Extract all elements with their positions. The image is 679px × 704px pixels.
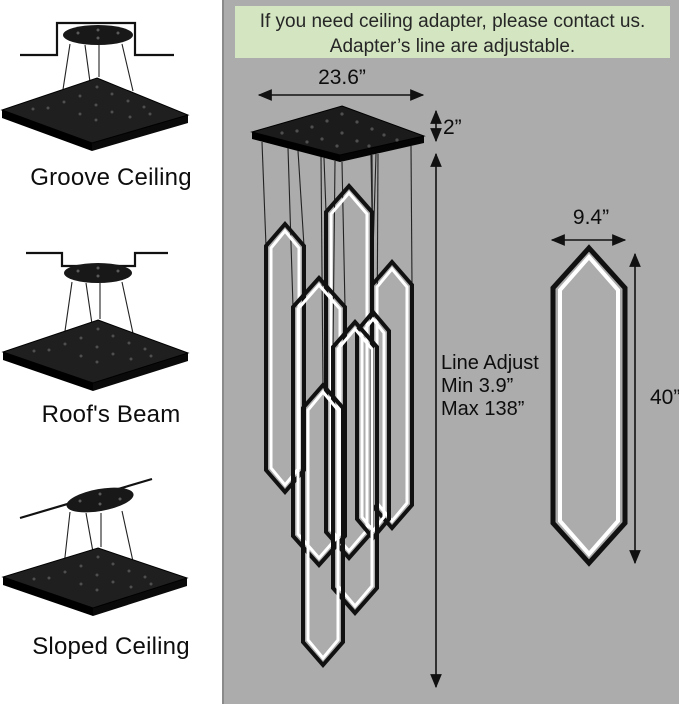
ceiling-plate bbox=[63, 25, 133, 45]
suspension-wires bbox=[63, 510, 135, 567]
suspension-wires bbox=[63, 281, 135, 339]
groove-ceiling-profile bbox=[20, 21, 174, 57]
pendant-height-value: 40” bbox=[650, 386, 679, 409]
pendant-width-value: 9.4” bbox=[573, 206, 609, 229]
pendant-ring-mid-front bbox=[331, 318, 379, 617]
plate-screws bbox=[76, 266, 120, 278]
canopy bbox=[1, 547, 189, 616]
canopy-holes bbox=[280, 112, 399, 148]
canopy-holes bbox=[31, 85, 152, 122]
pendant-ring-left bbox=[264, 220, 306, 496]
mount-label-groove-ceiling: Groove Ceiling bbox=[30, 164, 192, 191]
canopy-holes bbox=[32, 327, 153, 364]
sloped-ceiling-diagram bbox=[1, 477, 189, 616]
roofs-beam-diagram bbox=[1, 251, 190, 391]
pendant-ring-back-center bbox=[324, 182, 374, 562]
mounting-options-column: Groove Ceiling bbox=[0, 0, 222, 704]
plate-screws bbox=[76, 28, 120, 40]
plate-screws bbox=[78, 492, 122, 506]
banner-line-1: If you need ceiling adapter, please cont… bbox=[259, 11, 646, 32]
chandelier-dimension-diagram: 23.6” 2” Line Adjust Min 3.9” Max 138” bbox=[250, 66, 679, 689]
line-adjust-min: Min 3.9” bbox=[441, 375, 513, 397]
canopy bbox=[0, 77, 190, 151]
ceiling-plate bbox=[66, 487, 134, 513]
pendant-ring-right bbox=[370, 258, 414, 532]
pendant-ring-mid-left bbox=[291, 275, 347, 568]
pendant-width-dimension: 9.4” bbox=[550, 206, 627, 246]
banner-line-2: Adapter’s line are adjustable. bbox=[329, 36, 576, 57]
groove-ceiling-diagram bbox=[0, 21, 190, 151]
adapter-notice-banner: If you need ceiling adapter, please cont… bbox=[235, 6, 670, 58]
ceiling-plate bbox=[64, 263, 132, 283]
pendant-ring-low-front bbox=[301, 381, 345, 669]
canopy bbox=[1, 319, 190, 391]
canopy-width-value: 23.6” bbox=[318, 66, 366, 89]
line-adjust-dimension: Line Adjust Min 3.9” Max 138” bbox=[430, 152, 539, 689]
mount-label-sloped-ceiling: Sloped Ceiling bbox=[32, 633, 190, 660]
line-adjust-title: Line Adjust bbox=[441, 352, 539, 374]
line-adjust-max: Max 138” bbox=[441, 398, 524, 420]
canopy-width-dimension: 23.6” bbox=[257, 66, 425, 101]
canopy-holes bbox=[32, 555, 153, 592]
reference-pendant bbox=[550, 244, 628, 567]
dimension-panel: If you need ceiling adapter, please cont… bbox=[222, 0, 679, 704]
chandelier-canopy bbox=[250, 105, 426, 162]
canopy-thickness-dimension: 2” bbox=[430, 109, 462, 143]
mount-label-roofs-beam: Roof's Beam bbox=[41, 401, 181, 428]
suspension-wires bbox=[61, 43, 134, 97]
canopy-thickness-value: 2” bbox=[443, 116, 462, 139]
pendant-height-dimension: 40” bbox=[629, 252, 679, 565]
